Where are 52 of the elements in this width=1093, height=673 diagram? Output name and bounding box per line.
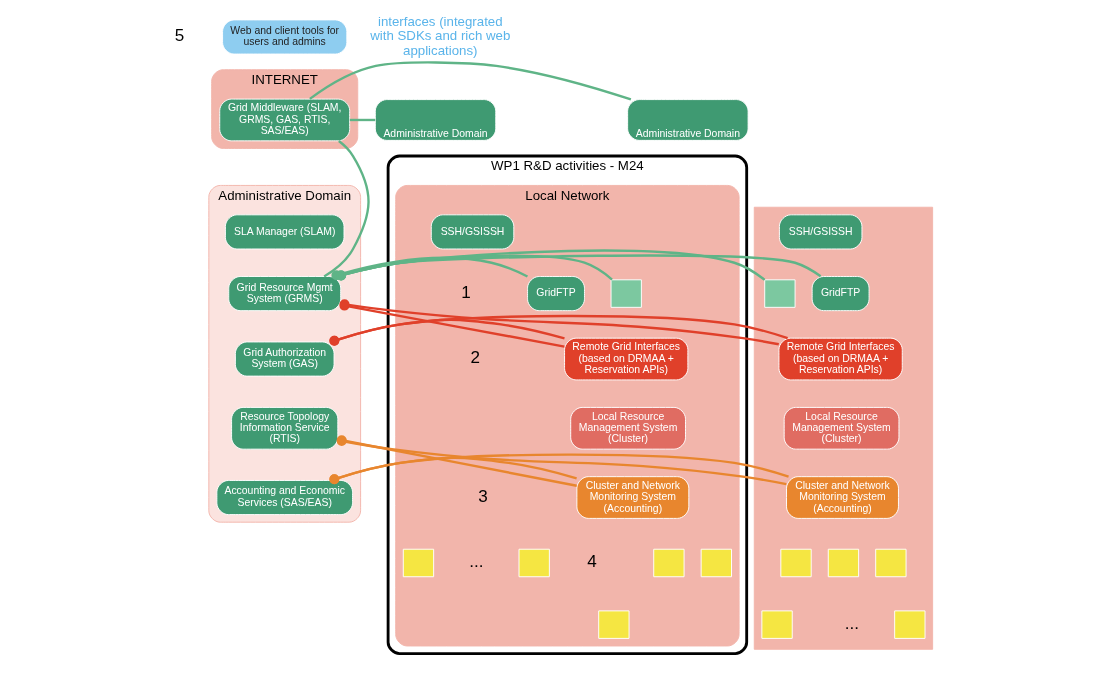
connector [335, 254, 613, 281]
label: 1 [460, 282, 471, 302]
label: 3 [477, 486, 488, 506]
node-box: Remote Grid Interfaces (based on DRMAA + Reservation APIs) [777, 337, 903, 381]
node-box [893, 610, 925, 639]
label: 5 [174, 26, 184, 46]
node-box: Local Resource Management System (Cluster) [569, 406, 686, 450]
node-box: SLA Manager (SLAM) [224, 214, 344, 250]
connector [335, 249, 765, 281]
connector [328, 456, 577, 485]
node-box: Remote Grid Interfaces (based on DRMAA + Reservation APIs) [563, 337, 688, 381]
node-box [597, 610, 630, 639]
node-box [779, 548, 812, 578]
node-box: Grid Authorization System (GAS) [234, 341, 334, 377]
connector [335, 254, 821, 281]
node-box: Resource Topology Information Service (RTIS) [230, 406, 338, 450]
label: ... [468, 552, 483, 572]
node-box: SSH/GSISSH [778, 214, 862, 250]
node-box [874, 548, 907, 578]
cluster [753, 206, 933, 650]
node-box: Grid Middleware (SLAM, GRMS, GAS, RTIS, SAS/EAS) [218, 98, 350, 142]
node-box: Web and client tools for users and admins [221, 19, 347, 55]
node-box [610, 279, 642, 308]
connector [323, 140, 370, 278]
node-box: Cluster and Network Monitoring System (Accounting) [575, 476, 689, 519]
label: interfaces (integrated with SDKs and rich web applications) [369, 14, 510, 58]
node-box [402, 548, 434, 578]
node-box: Administrative Domain [374, 99, 496, 141]
label: 4 [586, 552, 597, 572]
node-box [760, 610, 793, 639]
label: 2 [470, 348, 480, 368]
node-box: GridFTP [811, 276, 870, 312]
connector [336, 436, 787, 486]
connector [328, 453, 789, 485]
node-box [518, 548, 550, 578]
node-box: GridFTP [526, 276, 585, 312]
node-box: Grid Resource Mgmt System (GRMS) [227, 276, 341, 312]
connector [328, 314, 788, 346]
node-box: Local Resource Management System (Cluster) [783, 406, 899, 450]
connector [336, 435, 577, 487]
node-box: Accounting and Economic Services (SAS/EAS) [215, 479, 353, 516]
node-box: Cluster and Network Monitoring System (Accounting) [785, 476, 899, 519]
node-box [827, 548, 859, 578]
node-box [700, 548, 732, 578]
connector [328, 318, 565, 346]
node-box: Administrative Domain [626, 99, 749, 141]
connector [308, 61, 631, 101]
node-box [652, 548, 685, 578]
connector [349, 118, 375, 122]
node-box: SSH/GSISSH [430, 214, 514, 250]
node-box [763, 279, 796, 308]
label: ... [844, 613, 859, 633]
